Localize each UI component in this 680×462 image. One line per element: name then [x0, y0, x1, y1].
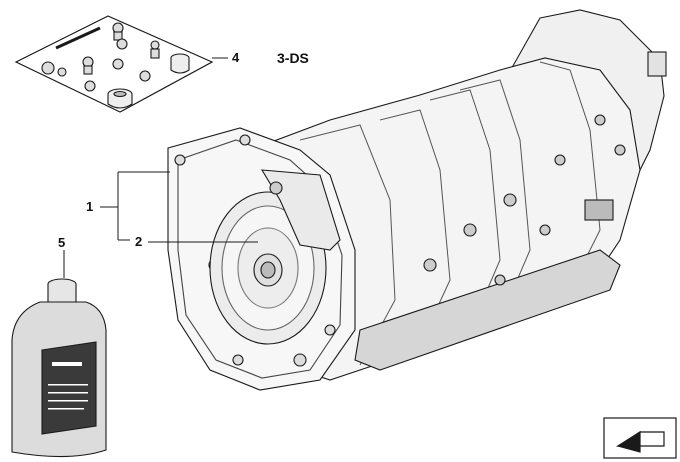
oil-bottle-icon[interactable]	[11, 278, 107, 458]
callout-2: 2	[135, 234, 143, 249]
callout-4: 4	[232, 50, 240, 65]
parts-kit-icon[interactable]	[14, 15, 228, 113]
callout-5: 5	[58, 235, 66, 250]
diagram-code: 3-DS	[277, 50, 309, 66]
leader-lines	[63, 171, 258, 278]
callout-1: 1	[86, 199, 94, 214]
navigation-arrow-icon[interactable]	[603, 417, 677, 459]
transmission-illustration[interactable]	[167, 9, 667, 391]
